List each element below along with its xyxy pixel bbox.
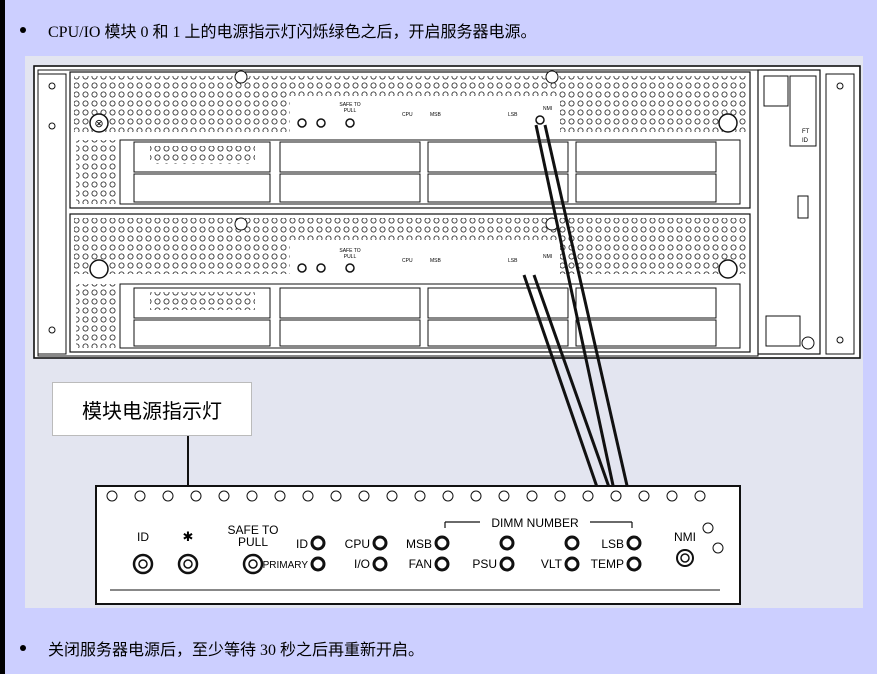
svg-text:CPU: CPU xyxy=(402,258,413,264)
svg-text:LSB: LSB xyxy=(508,258,518,264)
msb-label: MSB xyxy=(406,537,432,551)
fan-label: FAN xyxy=(409,557,432,571)
module-power-led xyxy=(177,553,199,575)
enlarged-led-panel: ID ✱ SAFE TO PULL ID PRIMARY CPU I/O DIM… xyxy=(95,485,741,605)
primary-label: PRIMARY xyxy=(263,560,309,571)
safe-to-pull-led xyxy=(242,553,264,575)
instruction-step-1: CPU/IO 模块 0 和 1 上的电源指示灯闪烁绿色之后，开启服务器电源。 xyxy=(20,18,536,42)
svg-text:CPU: CPU xyxy=(402,112,413,118)
bullet-icon xyxy=(20,645,26,651)
dimm-number-label: DIMM NUMBER xyxy=(491,516,579,530)
instruction-text-2: 关闭服务器电源后，至少等待 30 秒之后再重新开启。 xyxy=(48,642,425,659)
panel-vent-holes xyxy=(106,490,724,554)
psu-label: PSU xyxy=(472,557,497,571)
svg-text:NMI: NMI xyxy=(543,106,552,112)
instruction-step-2: 关闭服务器电源后，至少等待 30 秒之后再重新开启。 xyxy=(20,636,424,660)
nmi-label: NMI xyxy=(674,530,696,544)
svg-text:SAFE TO: SAFE TO xyxy=(339,102,360,108)
cpu-label: CPU xyxy=(345,537,370,551)
power-symbol-icon: ✱ xyxy=(183,529,194,544)
svg-text:⊗: ⊗ xyxy=(94,118,103,130)
left-margin-bar xyxy=(0,0,5,674)
svg-text:SAFE TO: SAFE TO xyxy=(339,248,360,254)
svg-text:PULL: PULL xyxy=(344,108,357,114)
instruction-text-1: CPU/IO 模块 0 和 1 上的电源指示灯闪烁绿色之后，开启服务器电源。 xyxy=(48,24,537,41)
svg-text:MSB: MSB xyxy=(430,112,442,118)
id2-label: ID xyxy=(296,537,308,551)
nmi-button xyxy=(676,549,694,567)
pull-label: PULL xyxy=(238,535,268,549)
svg-text:NMI: NMI xyxy=(543,254,552,260)
io-label: I/O xyxy=(354,557,370,571)
side-id-label: ID xyxy=(802,138,809,144)
bullet-icon xyxy=(20,27,26,33)
vlt-label: VLT xyxy=(541,557,563,571)
id-button xyxy=(132,553,154,575)
svg-text:MSB: MSB xyxy=(430,258,442,264)
safe-to-label: SAFE TO xyxy=(228,523,279,537)
callout-label-box: 模块电源指示灯 xyxy=(52,382,252,436)
svg-text:LSB: LSB xyxy=(508,112,518,118)
side-ft-label: FT xyxy=(802,129,810,135)
callout-label: 模块电源指示灯 xyxy=(82,400,222,423)
lsb-label: LSB xyxy=(601,537,624,551)
panel-id-label: ID xyxy=(137,530,149,544)
system-side-panel: FT ID xyxy=(757,69,821,355)
cpu-io-module-1: SAFE TO PULL CPU MSB LSB NMI xyxy=(69,213,751,353)
temp-label: TEMP xyxy=(591,557,624,571)
cpu-io-module-0: ⊗ SAFE TO PULL CPU MSB LSB NMI xyxy=(69,70,751,209)
svg-text:PULL: PULL xyxy=(344,254,357,260)
